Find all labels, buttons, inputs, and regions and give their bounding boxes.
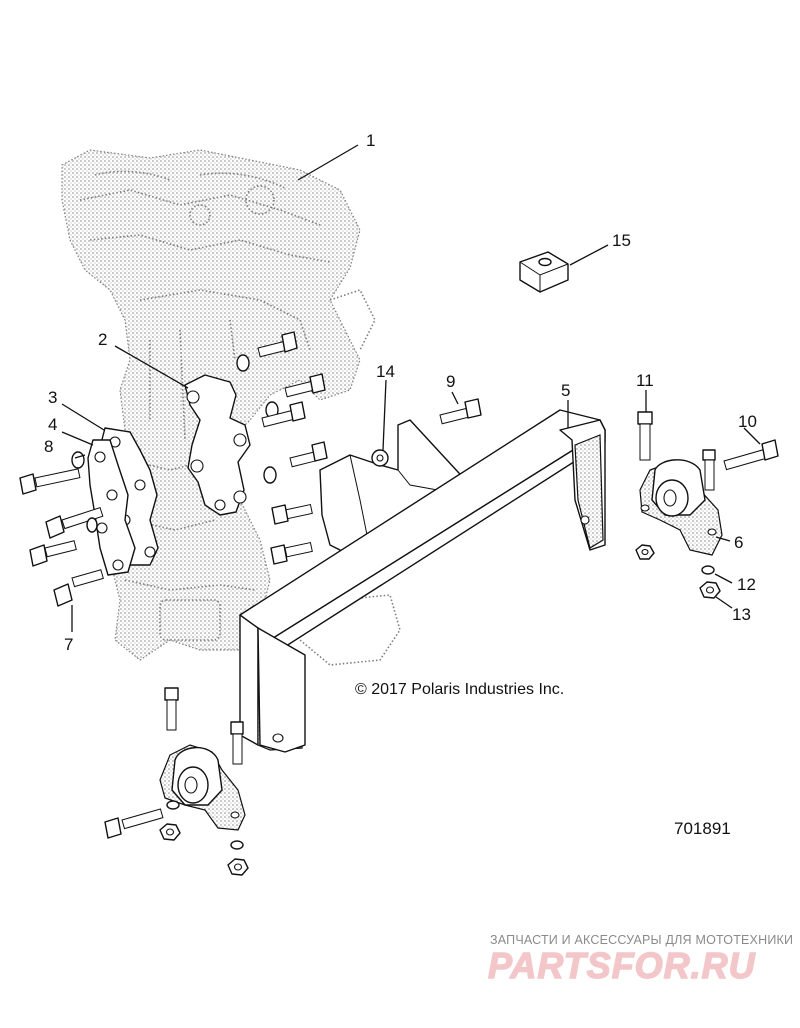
watermark-logo: PARTSFOR.RU: [488, 945, 756, 986]
callout-labels: 1 2 3 4 5 6 7 8 9 10 11 12 13 14 15: [44, 131, 757, 654]
callout-10: 10: [738, 412, 757, 431]
callout-15: 15: [612, 231, 631, 250]
bolt-7b-icon: [29, 540, 77, 567]
callout-14: 14: [376, 362, 395, 381]
bolt-11-icon: [637, 411, 653, 461]
callout-5: 5: [561, 381, 570, 400]
callout-1: 1: [366, 131, 375, 150]
bolt-lower-2-icon: [230, 721, 244, 765]
callout-4: 4: [48, 415, 57, 434]
bolt-8a-icon: [19, 468, 81, 495]
callout-12: 12: [737, 575, 756, 594]
bolt-center-4-icon: [289, 441, 328, 468]
bolt-9-icon: [439, 398, 482, 425]
callout-11: 11: [636, 371, 654, 390]
callout-9: 9: [446, 372, 455, 391]
bolt-upper-icon: [257, 331, 298, 358]
watermark: ЗАПЧАСТИ И АКСЕССУАРЫ ДЛЯ МОТОТЕХНИКИ PA…: [487, 933, 793, 987]
engine-mount-isolator-left: [159, 744, 246, 831]
callout-13: 13: [732, 605, 751, 624]
bolt-group-center: [236, 331, 328, 565]
washer-center-1-icon: [236, 354, 250, 372]
callout-7: 7: [64, 635, 73, 654]
bracket-plate-inner: [87, 439, 136, 576]
nut-13-icon: [699, 581, 721, 599]
bolt-center-5-icon: [271, 504, 313, 525]
bolt-7c-icon: [53, 569, 104, 607]
washer-7-icon: [86, 517, 98, 533]
callout-8: 8: [44, 437, 53, 456]
washer-lower-1-icon: [166, 800, 180, 810]
bolt-7a-icon: [45, 507, 104, 539]
bolt-center-6-icon: [270, 542, 313, 565]
bolt-lower-1-icon: [164, 687, 179, 731]
callout-2: 2: [98, 330, 107, 349]
washer-12-icon: [701, 565, 715, 575]
bolt-center-2-icon: [284, 373, 326, 398]
crossmember-frame: [239, 409, 606, 753]
leader-lines: [61, 144, 761, 632]
watermark-tagline: ЗАПЧАСТИ И АКСЕССУАРЫ ДЛЯ МОТОТЕХНИКИ: [490, 933, 793, 947]
nut-6-icon: [635, 544, 655, 560]
callout-6: 6: [734, 533, 743, 552]
washer-lower-2-icon: [230, 840, 244, 850]
nut-lower-1-icon: [159, 823, 181, 841]
copyright-notice: © 2017 Polaris Industries Inc.: [355, 681, 564, 698]
washer-center-3-icon: [263, 466, 277, 484]
spacer-block-15: [519, 251, 569, 293]
engine-mount-isolator-right: [639, 459, 723, 556]
washer-8-icon: [71, 451, 85, 469]
callout-3: 3: [48, 388, 57, 407]
bolt-lower-3-icon: [104, 808, 164, 839]
bolt-right-vertical-icon: [702, 449, 716, 491]
bolt-group-left: [19, 451, 104, 607]
engine-bracket-plate: [184, 374, 251, 516]
bolt-10-icon: [723, 439, 779, 471]
diagram-number: 701891: [674, 819, 731, 838]
bolt-center-3-icon: [261, 401, 306, 428]
nut-lower-2-icon: [227, 858, 249, 876]
